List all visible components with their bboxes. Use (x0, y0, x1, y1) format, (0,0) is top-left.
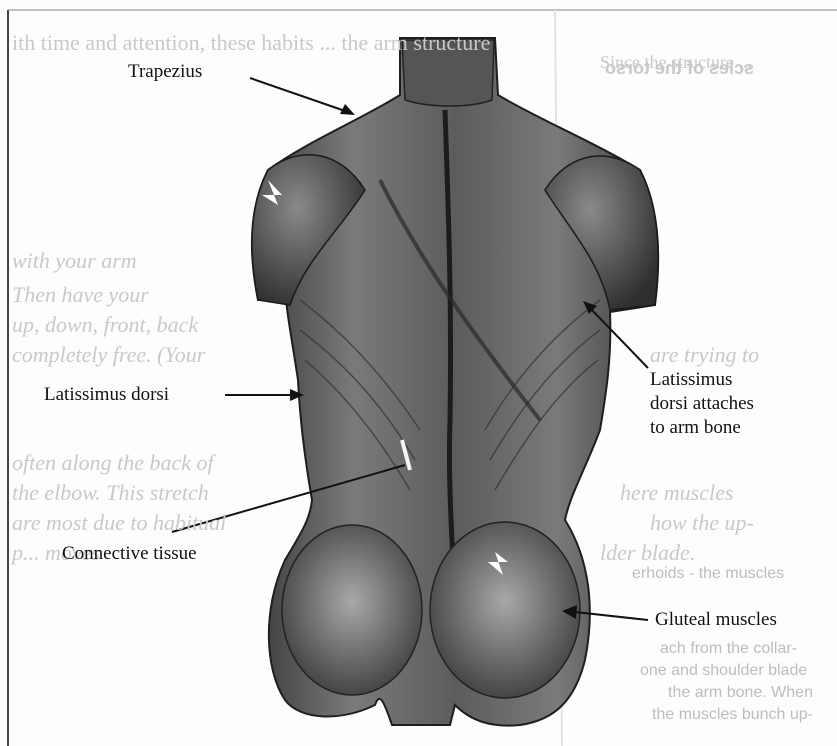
latissimus-dorsi-label: Latissimus dorsi (44, 383, 169, 407)
bleed-heading-mirrored: scles of the torso (605, 58, 754, 79)
bleed-italic-1: with your arm (12, 248, 137, 274)
connective-tissue-label: Connective tissue (62, 542, 197, 566)
latissimus-attach-line-2: dorsi attaches (650, 392, 754, 416)
trapezius-label: Trapezius (128, 60, 202, 84)
bleed-italic-3: up, down, front, back (12, 312, 198, 338)
bleed-italic-2: Then have your (12, 282, 149, 308)
latissimus-attach-line-1: Latissimus (650, 368, 754, 392)
bleed-side-1: erhoids - the muscles (632, 565, 784, 583)
gluteal-muscles-label: Gluteal muscles (655, 608, 777, 632)
bleed-side-3: one and shoulder blade (640, 662, 807, 680)
bleed-top-line-1: ith time and attention, these habits ...… (12, 30, 490, 56)
bleed-italic-7: the elbow. This stretch (12, 480, 209, 506)
bleed-italic-8: here muscles (620, 480, 733, 506)
bleed-italic-5: are trying to (650, 342, 759, 368)
bleed-side-4: the arm bone. When (668, 684, 813, 702)
bleed-italic-12: lder blade. (600, 540, 695, 566)
bleed-italic-6: often along the back of (12, 450, 214, 476)
latissimus-attach-label: Latissimus dorsi attaches to arm bone (650, 368, 754, 440)
bleed-italic-10: how the up- (650, 510, 754, 536)
bleed-italic-9: are most due to habitual (12, 510, 226, 536)
bleed-side-5: the muscles bunch up- (652, 706, 813, 724)
latissimus-attach-line-3: to arm bone (650, 416, 754, 440)
bleed-italic-4: completely free. (Your (12, 342, 205, 368)
bleed-side-2: ach from the collar- (660, 640, 797, 658)
